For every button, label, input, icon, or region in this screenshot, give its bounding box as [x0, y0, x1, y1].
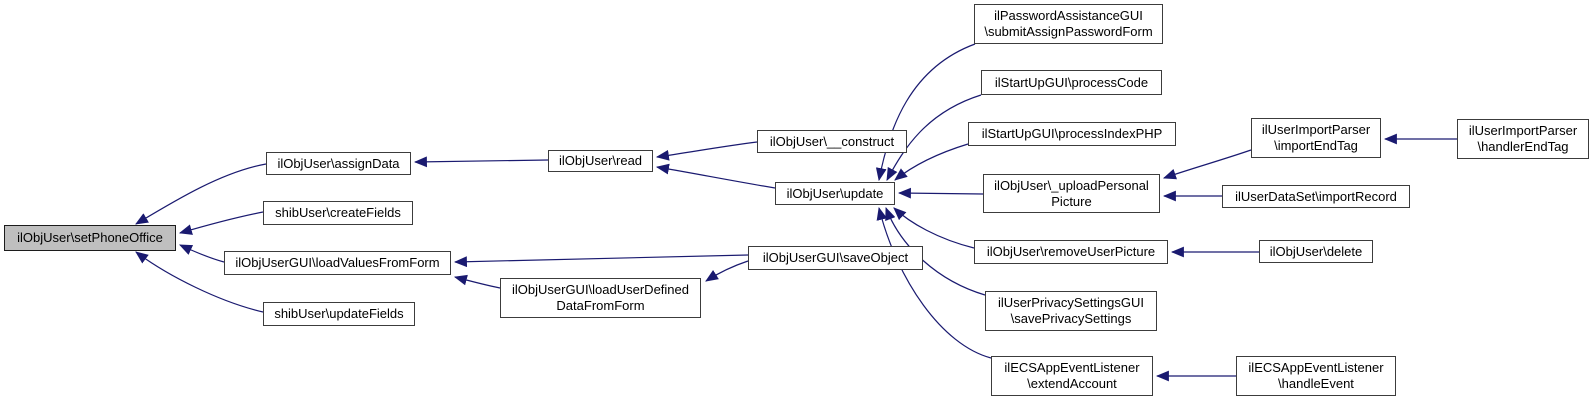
edge-loadValuesFromForm-setPhoneOffice	[179, 244, 225, 263]
node-ilobjuser-read[interactable]: ilObjUser\read	[548, 150, 653, 172]
edge-construct-read	[655, 141, 758, 161]
node-ilobjuser-delete[interactable]: ilObjUser\delete	[1259, 240, 1373, 263]
node-ilpasswordassistancegui-submitassignpasswordform[interactable]: ilPasswordAssistanceGUI \submitAssignPas…	[974, 4, 1163, 44]
node-ilobjusergui-loaduserdefineddatafromform[interactable]: ilObjUserGUI\loadUserDefined DataFromFor…	[500, 278, 701, 318]
node-ilobjuser-construct[interactable]: ilObjUser\__construct	[757, 130, 907, 153]
node-ilobjusergui-saveobject[interactable]: ilObjUserGUI\saveObject	[748, 246, 923, 270]
edge-createFields-setPhoneOffice	[178, 211, 264, 235]
edge-saveObject-loadValuesFromForm	[453, 254, 749, 268]
node-ilstartupgui-processcode[interactable]: ilStartUpGUI\processCode	[981, 70, 1162, 95]
node-ilobjusergui-loadvaluesfromform[interactable]: ilObjUserGUI\loadValuesFromForm	[224, 251, 451, 275]
node-ilobjuser-setphoneoffice: ilObjUser\setPhoneOffice	[4, 225, 176, 251]
node-shibuser-createfields[interactable]: shibUser\createFields	[263, 201, 413, 225]
node-iluserimportparser-importendtag[interactable]: ilUserImportParser \importEndTag	[1251, 118, 1381, 158]
edge-read-assignData	[413, 156, 549, 168]
edge-uploadPersonalPicture-update	[897, 187, 984, 199]
edge-removeUserPicture-update	[893, 207, 975, 249]
node-ilobjuser-assigndata[interactable]: ilObjUser\assignData	[266, 152, 411, 175]
edge-importEndTag-uploadPersonalPicture	[1162, 149, 1252, 180]
edge-update-read	[655, 163, 776, 189]
node-iluserimportparser-handlerendtag[interactable]: ilUserImportParser \handlerEndTag	[1457, 119, 1589, 159]
node-ilstartupgui-processindexphp[interactable]: ilStartUpGUI\processIndexPHP	[968, 122, 1176, 146]
node-ilobjuser-update[interactable]: ilObjUser\update	[775, 182, 895, 205]
node-ilobjuser-uploadpersonalpicture[interactable]: ilObjUser\_uploadPersonal Picture	[983, 174, 1160, 213]
node-ilecsappeventlistener-extendaccount[interactable]: ilECSAppEventListener \extendAccount	[991, 356, 1153, 396]
node-ilobjuser-removeuserpicture[interactable]: ilObjUser\removeUserPicture	[974, 240, 1168, 264]
edge-extendAccount-update	[876, 206, 992, 359]
node-iluserprivacysettingsgui-saveprivacysettings[interactable]: ilUserPrivacySettingsGUI \savePrivacySet…	[985, 291, 1157, 331]
edge-loadUserDefinedDataFromForm-loadValuesFromForm	[453, 274, 501, 289]
node-ilecsappeventlistener-handleevent[interactable]: ilECSAppEventListener \handleEvent	[1236, 356, 1396, 396]
edge-submitAssignPasswordForm-update	[875, 43, 976, 182]
node-iluserdataset-importrecord[interactable]: ilUserDataSet\importRecord	[1222, 185, 1410, 208]
node-shibuser-updatefields[interactable]: shibUser\updateFields	[263, 302, 415, 326]
edge-saveObject-loadUserDefinedDataFromForm	[705, 260, 749, 282]
edge-assignData-setPhoneOffice	[135, 163, 267, 225]
